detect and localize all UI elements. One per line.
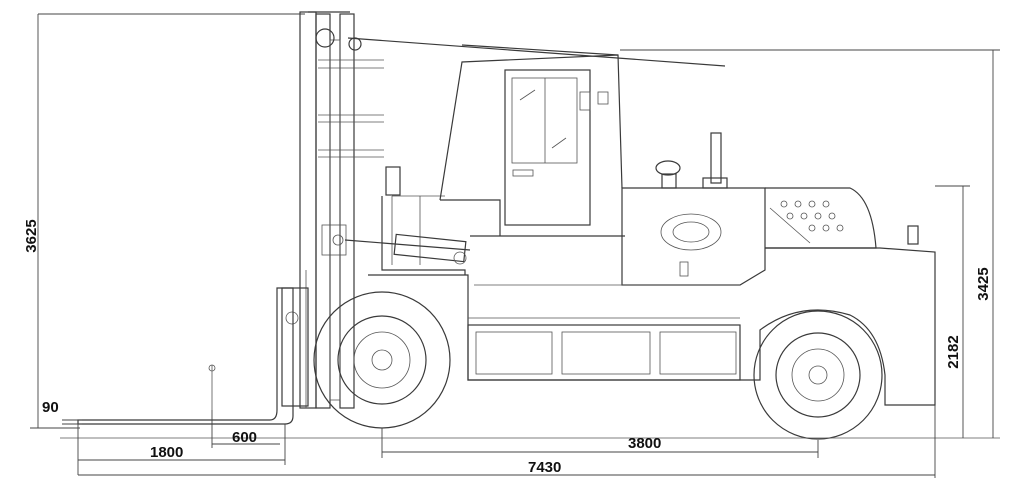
dim-fork-thickness: 90	[42, 399, 59, 416]
chassis	[368, 247, 936, 406]
dim-load-center: 600	[232, 429, 257, 446]
dim-fork-length: 1800	[150, 444, 183, 461]
cab	[347, 37, 726, 237]
dim-wheelbase: 3800	[628, 435, 661, 452]
forks	[77, 287, 294, 425]
mast	[281, 11, 384, 409]
dim-overall-length: 7430	[528, 459, 561, 476]
rear-wheel	[753, 310, 883, 440]
front-wheel	[313, 291, 451, 429]
front-frame	[344, 166, 471, 275]
dim-body-height: 2182	[945, 335, 962, 368]
dim-overall-height: 3625	[23, 219, 40, 252]
dimension-lines	[30, 13, 1000, 478]
engine-hood	[621, 132, 919, 286]
dim-cab-height: 3425	[975, 267, 992, 300]
